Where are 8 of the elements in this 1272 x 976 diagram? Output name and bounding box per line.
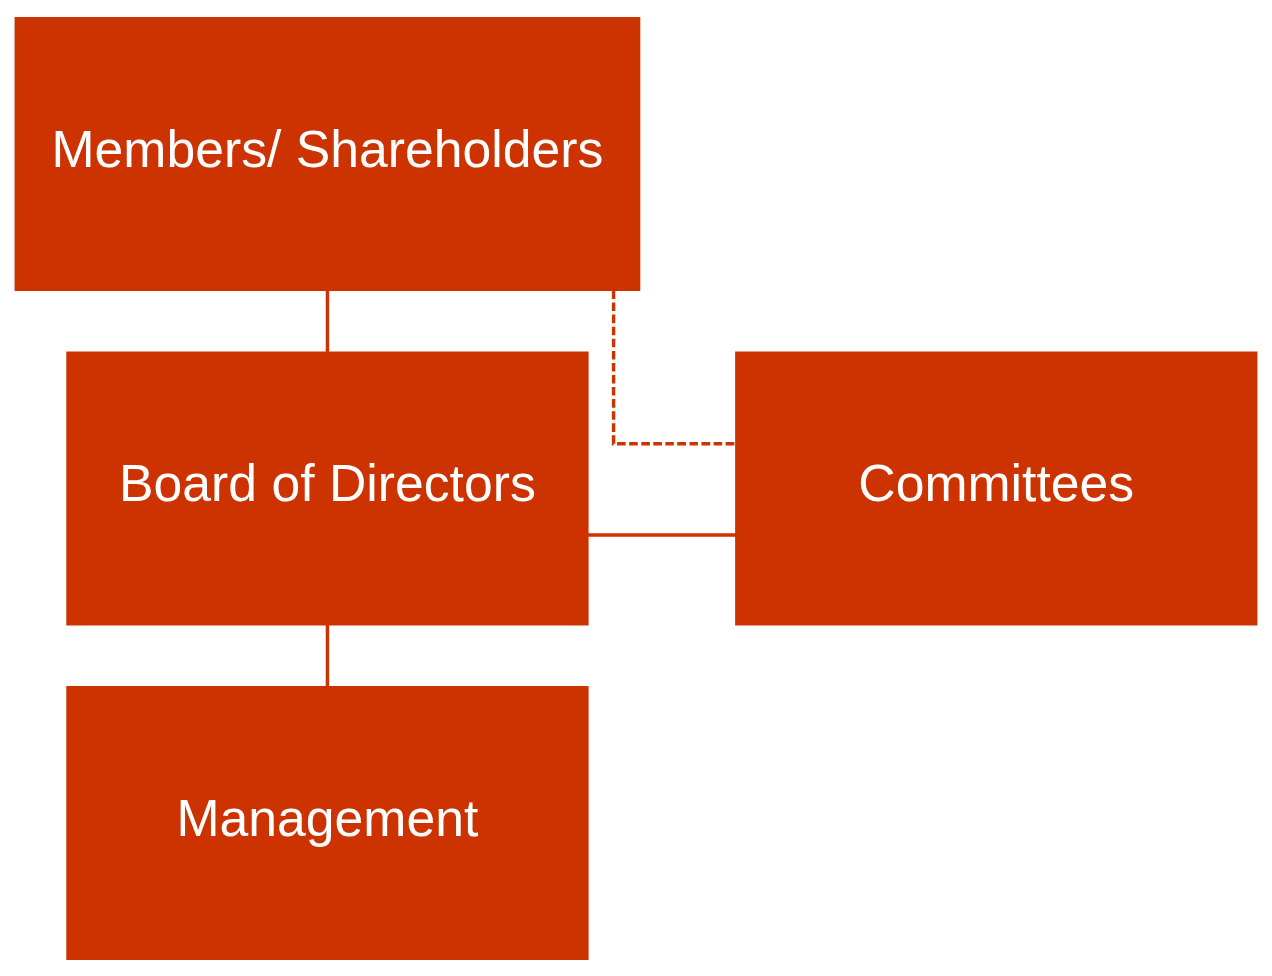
connector	[325, 290, 330, 352]
connector	[587, 532, 736, 537]
node-box: Management	[66, 685, 589, 960]
connector	[611, 289, 736, 445]
node-box: Board of Directors	[66, 350, 589, 626]
node-box: Committees	[735, 350, 1258, 626]
connector	[325, 624, 330, 686]
node-box: Members/ Shareholders	[14, 16, 641, 291]
